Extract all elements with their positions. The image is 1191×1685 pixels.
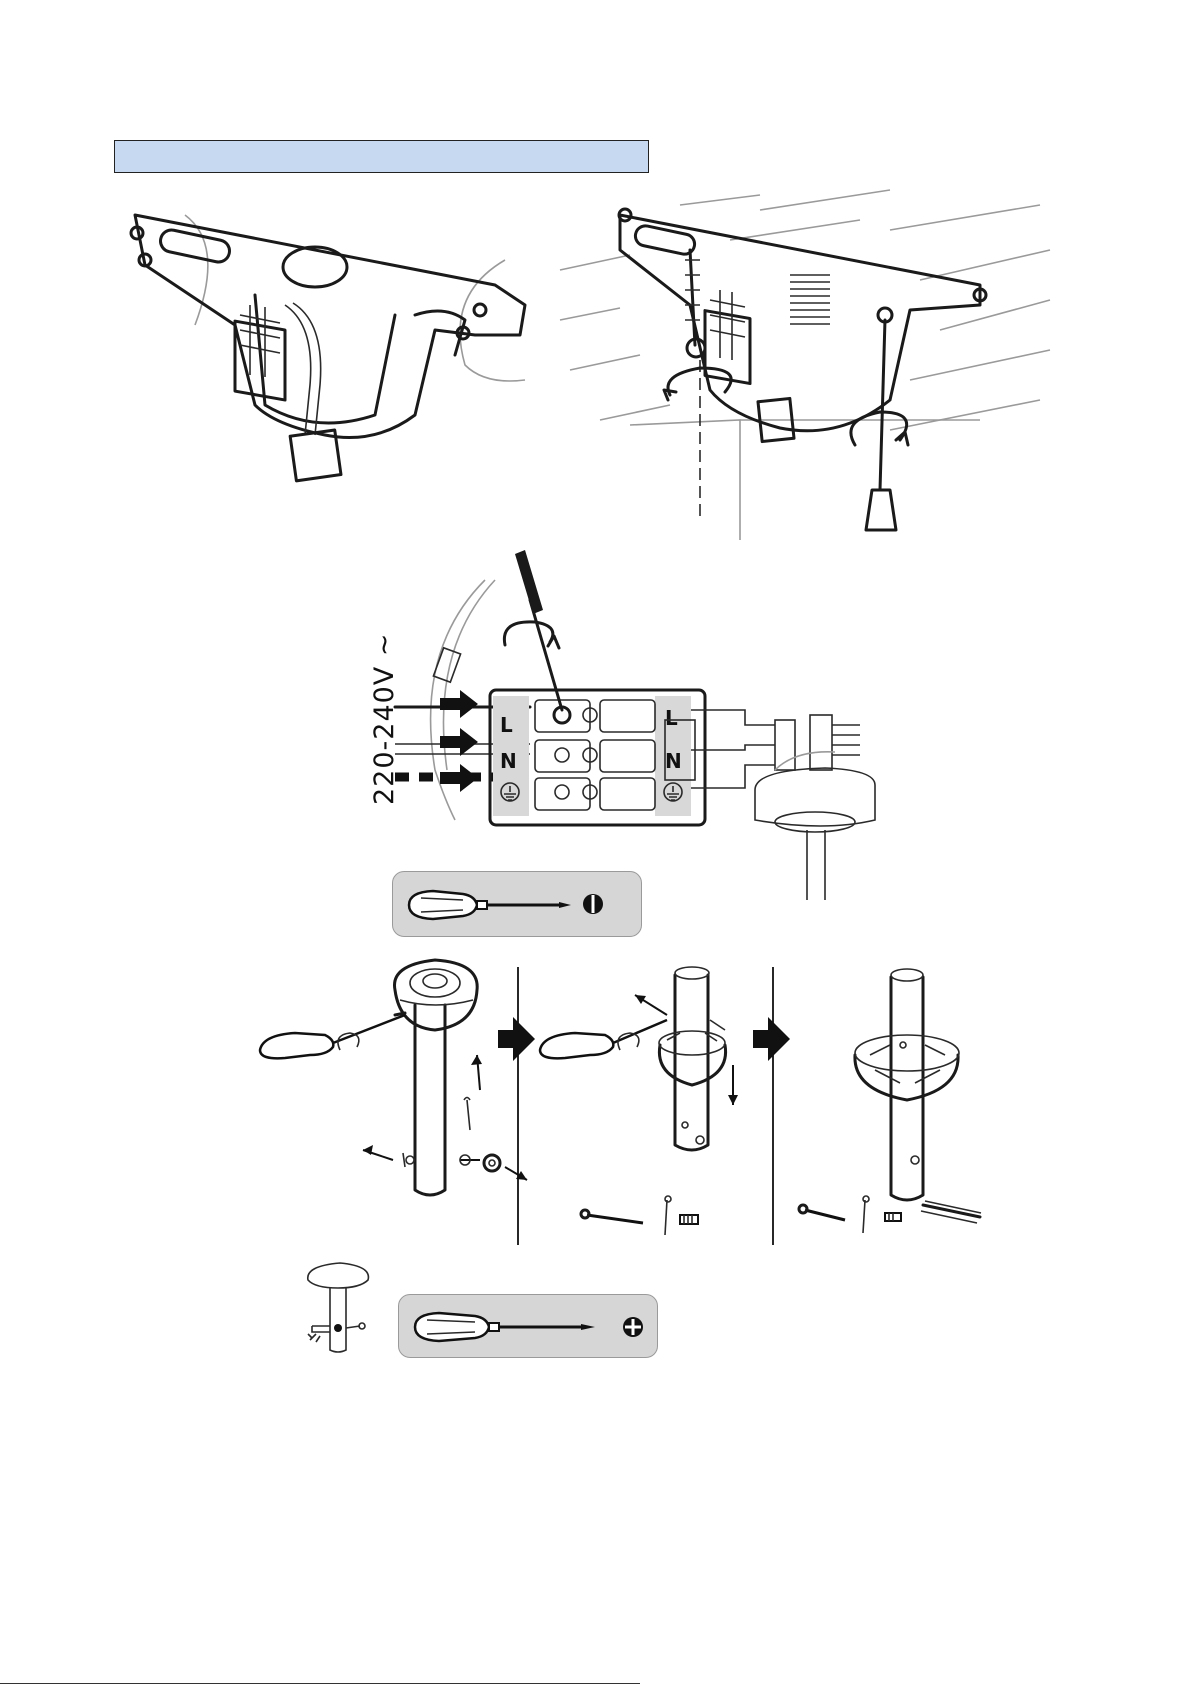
ceiling-canopy [755,752,875,900]
screwdriver-icon [851,308,908,530]
figure-downrod-assembly [255,955,995,1255]
flathead-screw-icon [581,892,605,916]
right-arrow-icon [440,728,478,756]
ceiling-hook-coil [790,275,830,324]
figure-wiring-diagram: 220-240V ~ L N L N [355,570,875,900]
figure-bracket-ceiling-install [560,200,1050,540]
page-footer-rule [0,1683,640,1684]
phillips-screw-icon [621,1315,645,1339]
tool-box-flathead [392,871,642,937]
wall-plug-screw [664,250,731,520]
step-3-assembled [799,969,981,1233]
right-arrow-icon [498,1017,535,1061]
step-1-remove-pin [260,960,527,1195]
figure-mounting-bracket [115,205,535,495]
right-arrow-icon [753,1017,790,1061]
section-title-bar [114,140,649,173]
terminal-label-neutral-right: N [665,749,682,773]
right-arrow-icon [440,764,478,792]
tool-box-phillips [398,1294,658,1358]
canopy-pin-detail [300,1258,375,1358]
screwdriver-icon [403,882,583,928]
screwdriver-icon [409,1304,609,1350]
screwdriver-icon [504,550,562,710]
terminal-label-neutral-left: N [500,749,517,773]
terminal-label-live-left: L [500,713,513,737]
step-2-fit-canopy [540,967,738,1235]
terminal-label-live-right: L [665,706,678,730]
terminal-screws [535,700,655,810]
